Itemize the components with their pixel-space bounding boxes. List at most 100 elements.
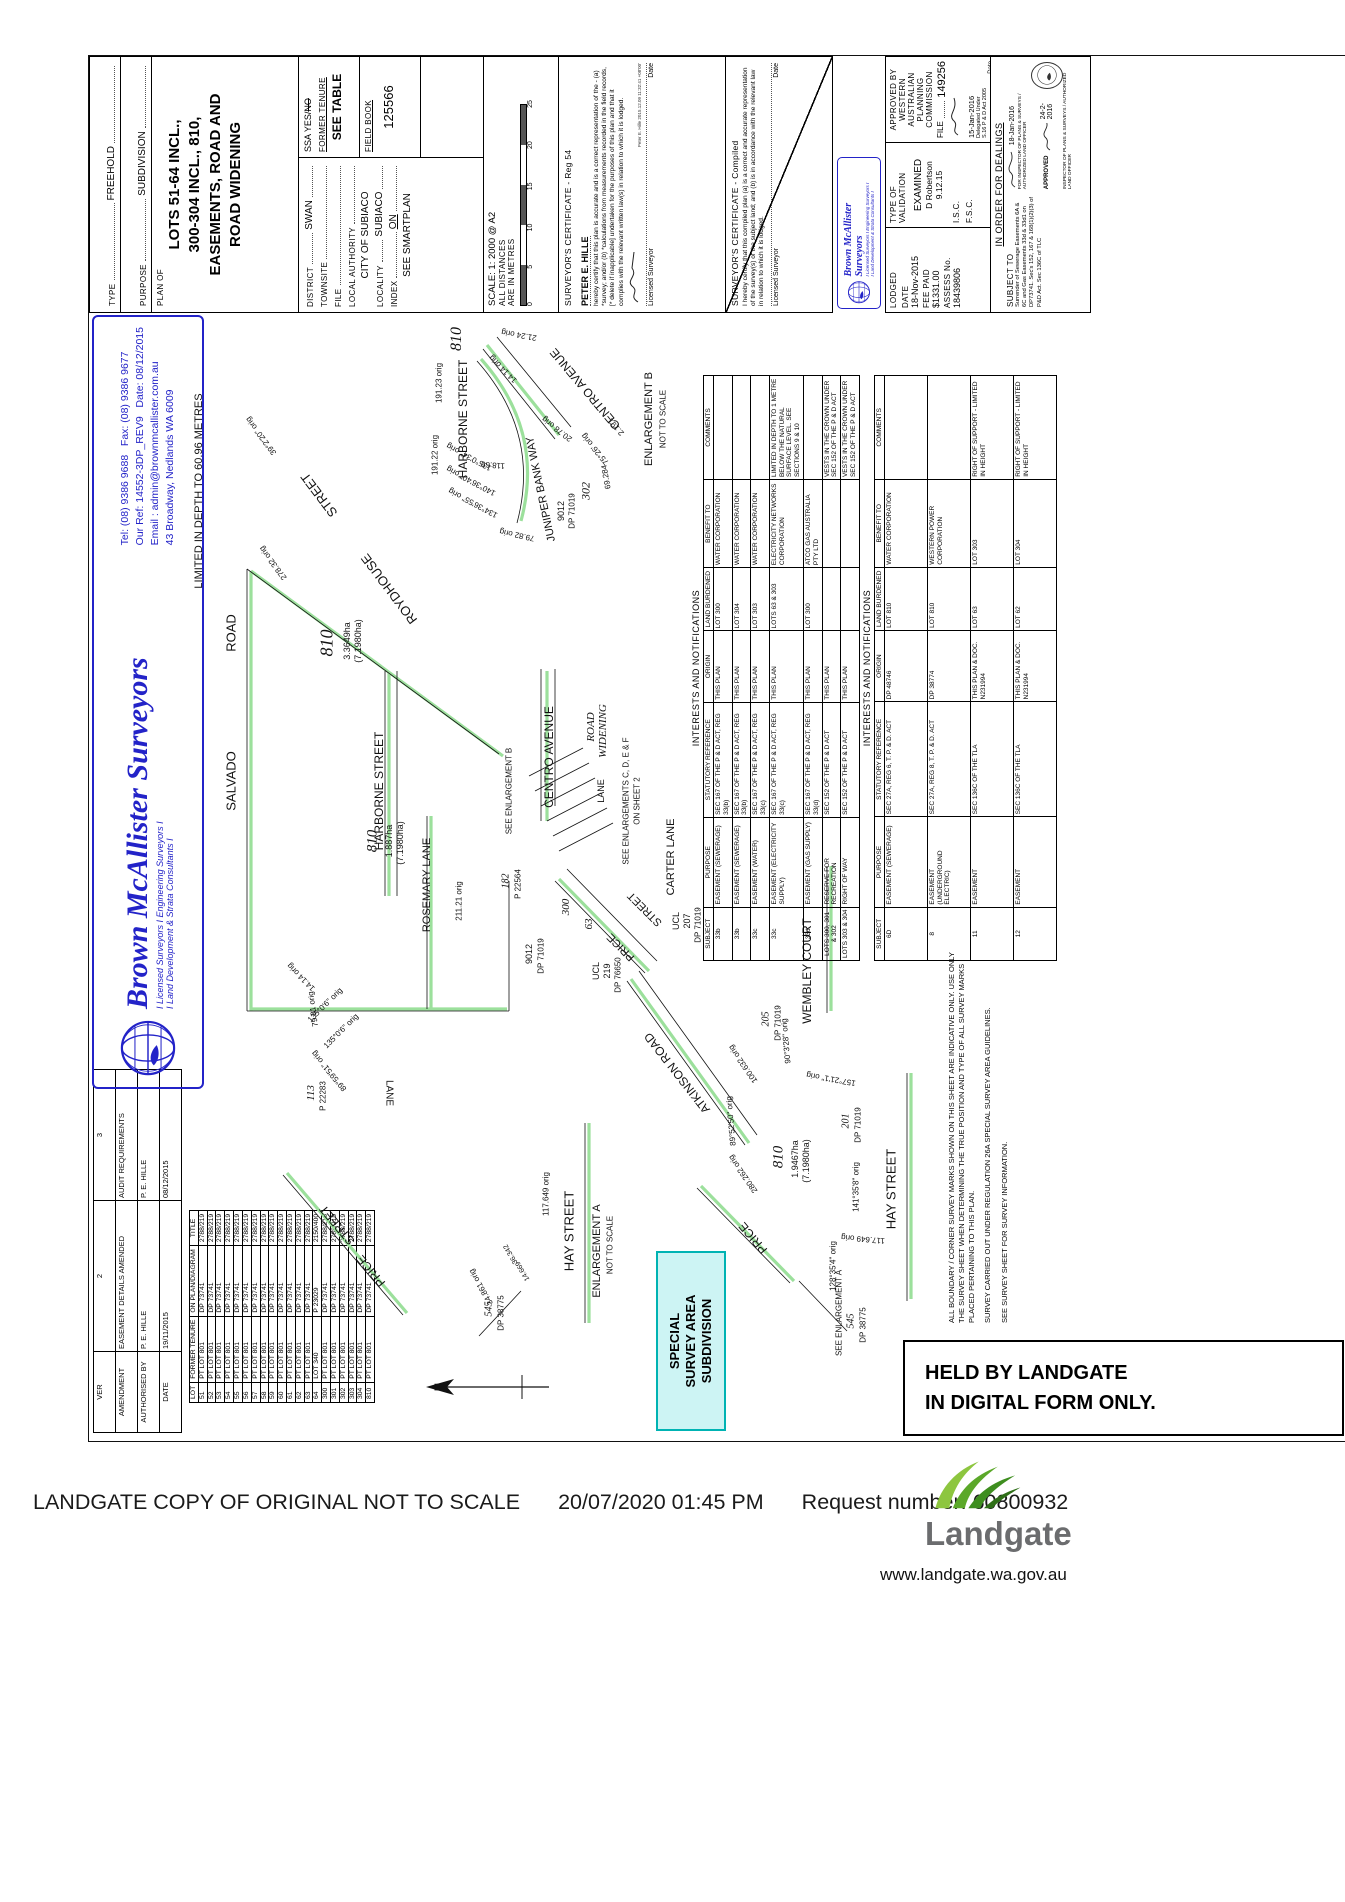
compiled-certificate-struck: SURVEYOR'S CERTIFICATE - Compiled I here… xyxy=(725,56,833,313)
type-value: FREEHOLD xyxy=(106,146,117,201)
plan-label: NOT TO SCALE xyxy=(605,1215,615,1275)
plan-label: 157°21'1" orig xyxy=(805,1070,857,1088)
file-label: FILE xyxy=(334,288,343,308)
plan-label: DP 71019 xyxy=(853,1107,863,1143)
interests-table-lower: SUBJECT PURPOSE STATUTORY REFERENCE ORIG… xyxy=(874,375,1057,961)
landgate-url: www.landgate.wa.gov.au xyxy=(880,1565,1067,1584)
north-arrow-icon xyxy=(426,1375,549,1399)
dealings-date-2: 24-2-2016 xyxy=(1040,103,1054,120)
index-smartplan: SEE SMARTPLAN xyxy=(402,193,413,277)
col-purpose: PURPOSE xyxy=(703,817,714,908)
wapc-signature xyxy=(951,97,959,136)
assess-number: 18439806 xyxy=(952,267,962,308)
plan-label: WIDENING xyxy=(597,704,609,758)
landgate-footer-logo: Landgate xyxy=(925,1458,1085,1553)
col-comments: COMMENTS xyxy=(703,375,714,480)
interests-title: INTERESTS AND NOTIFICATIONS xyxy=(691,589,701,747)
landgate-logo-icon xyxy=(925,1458,1029,1510)
interests-table-upper: SUBJECT PURPOSE STATUTORY REFERENCE ORIG… xyxy=(703,375,860,961)
subject-to-text: Surrender of Sewerage Easements 6A & 6C … xyxy=(1015,196,1043,307)
surveyor-certificate-heading: SURVEYOR'S CERTIFICATE - Reg 54 xyxy=(563,149,573,306)
table-row: 12 EASEMENT SEC 136C OF THE TLA THIS PLA… xyxy=(1013,375,1057,961)
title-block-strip: TYPE FREEHOLD PURPOSE SUBDIVISION PLAN O… xyxy=(89,56,1345,313)
local-authority-label: LOCAL AUTHORITY xyxy=(348,227,357,307)
plan-label: ROSEMARY LANE xyxy=(421,837,433,933)
plan-label: PRICE xyxy=(735,1219,771,1257)
plan-label: HAY STREET xyxy=(561,1190,577,1272)
note-paragraph: SEE SURVEY SHEET FOR SURVEY INFORMATION. xyxy=(1000,1141,1009,1323)
plan-label: CENTRO AVENUE xyxy=(542,706,556,808)
plan-label: 302 xyxy=(578,482,593,500)
plan-label: SEE ENLARGEMENTS C, D, E & F xyxy=(621,737,631,865)
lodged-date: 18-Nov-2015 xyxy=(910,255,920,308)
footer-copy-text: LANDGATE COPY OF ORIGINAL NOT TO SCALE xyxy=(33,1490,521,1514)
surveyor-signature xyxy=(629,251,639,303)
plan-label: 69.284 xyxy=(599,464,613,490)
plan-label: P 22283 xyxy=(318,1081,328,1111)
plan-label: 89°52'50" orig xyxy=(724,1095,738,1147)
former-tenure-value: SEE TABLE xyxy=(330,73,344,141)
plan-label: 810 xyxy=(364,829,381,853)
note-paragraph: SURVEY CARRIED OUT UNDER REGULATION 26A … xyxy=(983,1007,993,1323)
special-survey-area-box: SPECIAL SURVEY AREA SUBDIVISION xyxy=(656,1251,726,1431)
page-title: LOTS 51-64 INCL., 300-304 INCL., 810, EA… xyxy=(166,93,244,276)
plan-label: 810 xyxy=(316,629,337,657)
locality-value: SUBIACO xyxy=(374,191,385,237)
district-value: SWAN xyxy=(304,200,315,230)
index-value: ON xyxy=(388,214,399,230)
plan-label: 280.262 orig xyxy=(726,1153,760,1195)
validation-examiner: D Robertson 9.12.15 xyxy=(924,161,944,209)
plan-label: HAY STREET xyxy=(883,1148,899,1230)
plan-label: ENLARGEMENT A xyxy=(591,1204,603,1298)
held-by-landgate-box: HELD BY LANDGATE IN DIGITAL FORM ONLY. xyxy=(903,1340,1344,1436)
plan-label: 191.23 orig xyxy=(434,362,444,404)
survey-linework xyxy=(246,336,913,1337)
plan-label: 141°35'8" orig xyxy=(851,1162,861,1212)
surveyor-stamp: Brown McAllister Surveyors I Licensed Su… xyxy=(837,157,881,309)
table-row: 6D EASEMENT (SEWERAGE) SEC 27A, REG 6, T… xyxy=(884,375,928,961)
col-burdened: LAND BURDENED xyxy=(703,567,714,631)
ssa-no-struck: NO xyxy=(303,98,313,112)
plan-label: UCL xyxy=(671,911,681,931)
plan-label: 100.632 orig xyxy=(726,1043,760,1085)
table-row: 33d EASEMENT (GAS SUPPLY) SEC 167 OF THE… xyxy=(803,375,823,961)
plan-label: 14.669 xyxy=(514,1259,532,1283)
plan-label: (7.1980ha) xyxy=(353,619,363,663)
plan-label: NOT TO SCALE xyxy=(658,389,668,449)
plan-label: LANE xyxy=(596,779,606,803)
plan-label: 20.78 orig xyxy=(540,414,574,444)
wa-government-crest-icon xyxy=(1031,62,1063,89)
validation-label: TYPE OF VALIDATION xyxy=(889,172,907,223)
interests-and-notifications: INTERESTS AND NOTIFICATIONS SUBJECT PURP… xyxy=(689,375,1057,961)
plan-label: ON SHEET 2 xyxy=(632,777,642,825)
plan-label: PRICE xyxy=(353,1252,389,1290)
plan-label: ATKINSON ROAD xyxy=(641,1029,713,1117)
plan-label: 9012 xyxy=(556,500,566,522)
plan-notes: ALL BOUNDARY / CORNER SURVEY MARKS SHOWN… xyxy=(947,948,1017,1323)
plan-label: 201 xyxy=(840,1113,852,1129)
scale-value: SCALE: 1: 2000 @ A2 xyxy=(487,211,498,306)
col-origin: ORIGIN xyxy=(703,630,714,703)
lodged-label: LODGED xyxy=(889,271,898,308)
plan-of-label: PLAN OF xyxy=(156,268,165,306)
plan-label: ROAD xyxy=(223,614,239,652)
plan-label: STREET xyxy=(316,1202,358,1248)
plan-label: 810 xyxy=(448,327,465,351)
table-row: 33c EASEMENT (WATER) SEC 167 OF THE P & … xyxy=(750,375,770,961)
special-line-3: SUBDIVISION xyxy=(699,1298,715,1384)
dealings-date-1: 18-Jan-2016 xyxy=(1008,105,1016,146)
plan-label: 90°3'28" orig xyxy=(779,1018,793,1064)
plan-label: 14.14 orig xyxy=(487,353,519,385)
plan-label: 21.24 orig xyxy=(500,327,538,343)
plan-label: 3.3649ha xyxy=(342,622,352,660)
plan-label: ROAD xyxy=(585,712,597,742)
wapc-date: 15-Jan-2016 xyxy=(967,95,976,138)
field-book-value: 125566 xyxy=(381,85,396,129)
plan-label: ROYDHOUSE xyxy=(357,551,421,627)
locality-label: LOCALITY xyxy=(376,265,385,307)
plan-label: 2.191 xyxy=(605,416,627,438)
plan-label: 219 xyxy=(602,963,612,979)
col-subject: SUBJECT xyxy=(703,907,714,961)
